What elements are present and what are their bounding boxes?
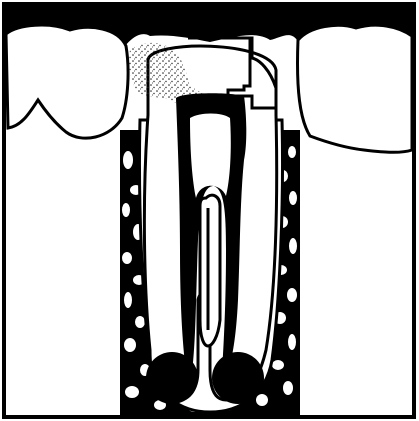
central-canal [200,195,220,346]
pulp-chamber-core [190,114,231,199]
apical-lesion-left [146,352,198,404]
right-neighbor-tooth [298,25,413,152]
apical-lesion-right [212,352,264,404]
